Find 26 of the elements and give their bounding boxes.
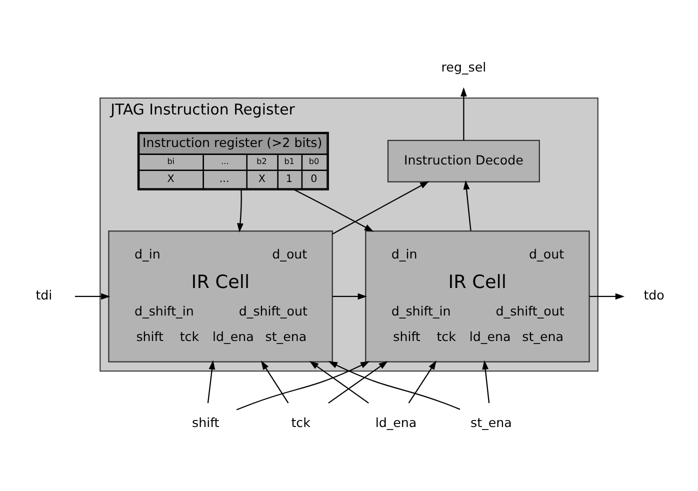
- node-text: tdi: [36, 287, 52, 302]
- arrow: [294, 188, 374, 232]
- arrow: [590, 292, 625, 300]
- arrow: [463, 180, 472, 230]
- node-text: shift: [192, 414, 220, 430]
- arrow: [236, 360, 370, 410]
- arrow: [207, 360, 216, 403]
- node-text: ld_ena: [375, 414, 417, 430]
- node-text: reg_sel: [441, 58, 486, 74]
- node-box: Instruction Decode: [387, 139, 540, 182]
- arrow: [309, 360, 369, 404]
- node-box: d_in d_out IR Cell d_shift_in d_shift_out shift tck ld_ena st_ena: [365, 230, 590, 362]
- arrow: [328, 360, 460, 410]
- arrow: [482, 360, 490, 403]
- node-text: tdo: [644, 287, 664, 302]
- arrow: [408, 360, 436, 403]
- arrow: [332, 180, 430, 234]
- arrow: [460, 86, 467, 140]
- arrow: [260, 360, 289, 403]
- node-text: st_ena: [470, 414, 512, 430]
- arrow: [74, 292, 110, 300]
- arrow: [328, 360, 388, 404]
- node-text: tck: [291, 414, 310, 430]
- arrow: [332, 292, 368, 300]
- arrow: [237, 190, 244, 232]
- node-box: d_in d_out IR Cell d_shift_in d_shift_out shift tck ld_ena st_ena: [108, 230, 333, 362]
